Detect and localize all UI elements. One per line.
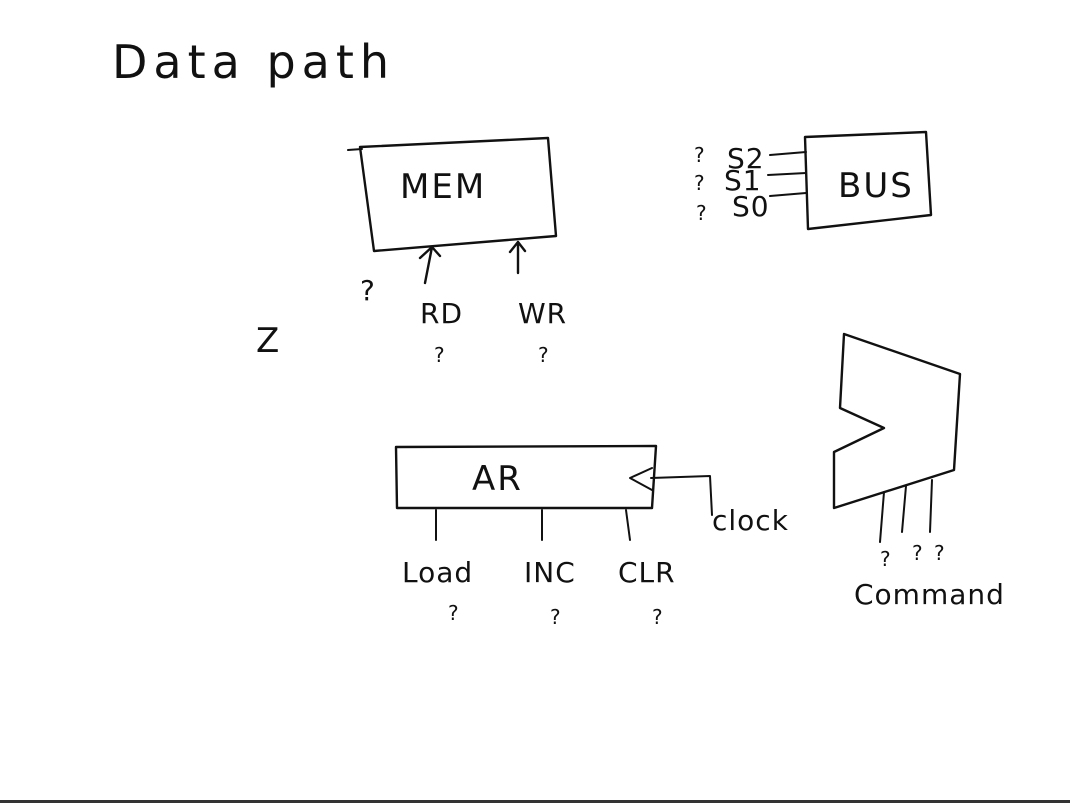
mem-label: MEM [400, 167, 486, 207]
rd-arrow [418, 245, 442, 285]
rd-signal-value: ? [434, 343, 445, 367]
load-value: ? [448, 601, 459, 625]
command-wire-1 [879, 491, 885, 543]
s0-value: ? [696, 201, 707, 225]
bus-box [803, 130, 933, 231]
bus-label: BUS [838, 166, 914, 206]
s1-value: ? [694, 171, 705, 195]
s2-value: ? [694, 143, 705, 167]
wr-signal-value: ? [538, 343, 549, 367]
mem-block: MEM ? RD WR ? ? [347, 136, 567, 367]
z-label: Z [256, 321, 281, 361]
rd-signal-label: RD [420, 297, 463, 330]
command-value-3: ? [934, 541, 945, 565]
command-label: Command [854, 578, 1005, 611]
ar-block: AR clock Load INC CLR ? ? ? [394, 444, 789, 629]
clock-wire [650, 475, 713, 516]
bus-block: BUS S2 S1 S0 ? ? ? [694, 130, 933, 231]
clock-label: clock [712, 504, 789, 537]
inc-label: INC [524, 556, 576, 589]
inc-value: ? [550, 605, 561, 629]
mem-box-tick [347, 148, 363, 151]
s2-line [769, 151, 807, 156]
mem-extra-question: ? [360, 274, 376, 307]
diagram-title: Data path [112, 35, 395, 89]
command-value-2: ? [912, 541, 923, 565]
wr-signal-label: WR [518, 297, 567, 330]
load-label: Load [402, 556, 473, 589]
s0-line [769, 192, 807, 197]
s0-label: S0 [732, 190, 770, 223]
ar-box [394, 444, 658, 510]
clock-triangle [629, 467, 653, 491]
mem-box [358, 136, 558, 253]
command-value-1: ? [880, 547, 891, 571]
clr-wire [625, 509, 631, 541]
s1-label: S1 [724, 164, 762, 197]
ar-label: AR [472, 459, 523, 499]
s1-line [767, 172, 807, 176]
clr-label: CLR [618, 556, 676, 589]
wr-arrow [508, 240, 527, 275]
s2-label: S2 [727, 142, 765, 175]
page-bottom-divider [0, 800, 1070, 803]
alu-block: ? ? ? Command [832, 332, 1005, 611]
clr-value: ? [652, 605, 663, 629]
alu-shape [832, 332, 962, 510]
command-wire-2 [901, 485, 907, 533]
command-wire-3 [929, 479, 933, 533]
